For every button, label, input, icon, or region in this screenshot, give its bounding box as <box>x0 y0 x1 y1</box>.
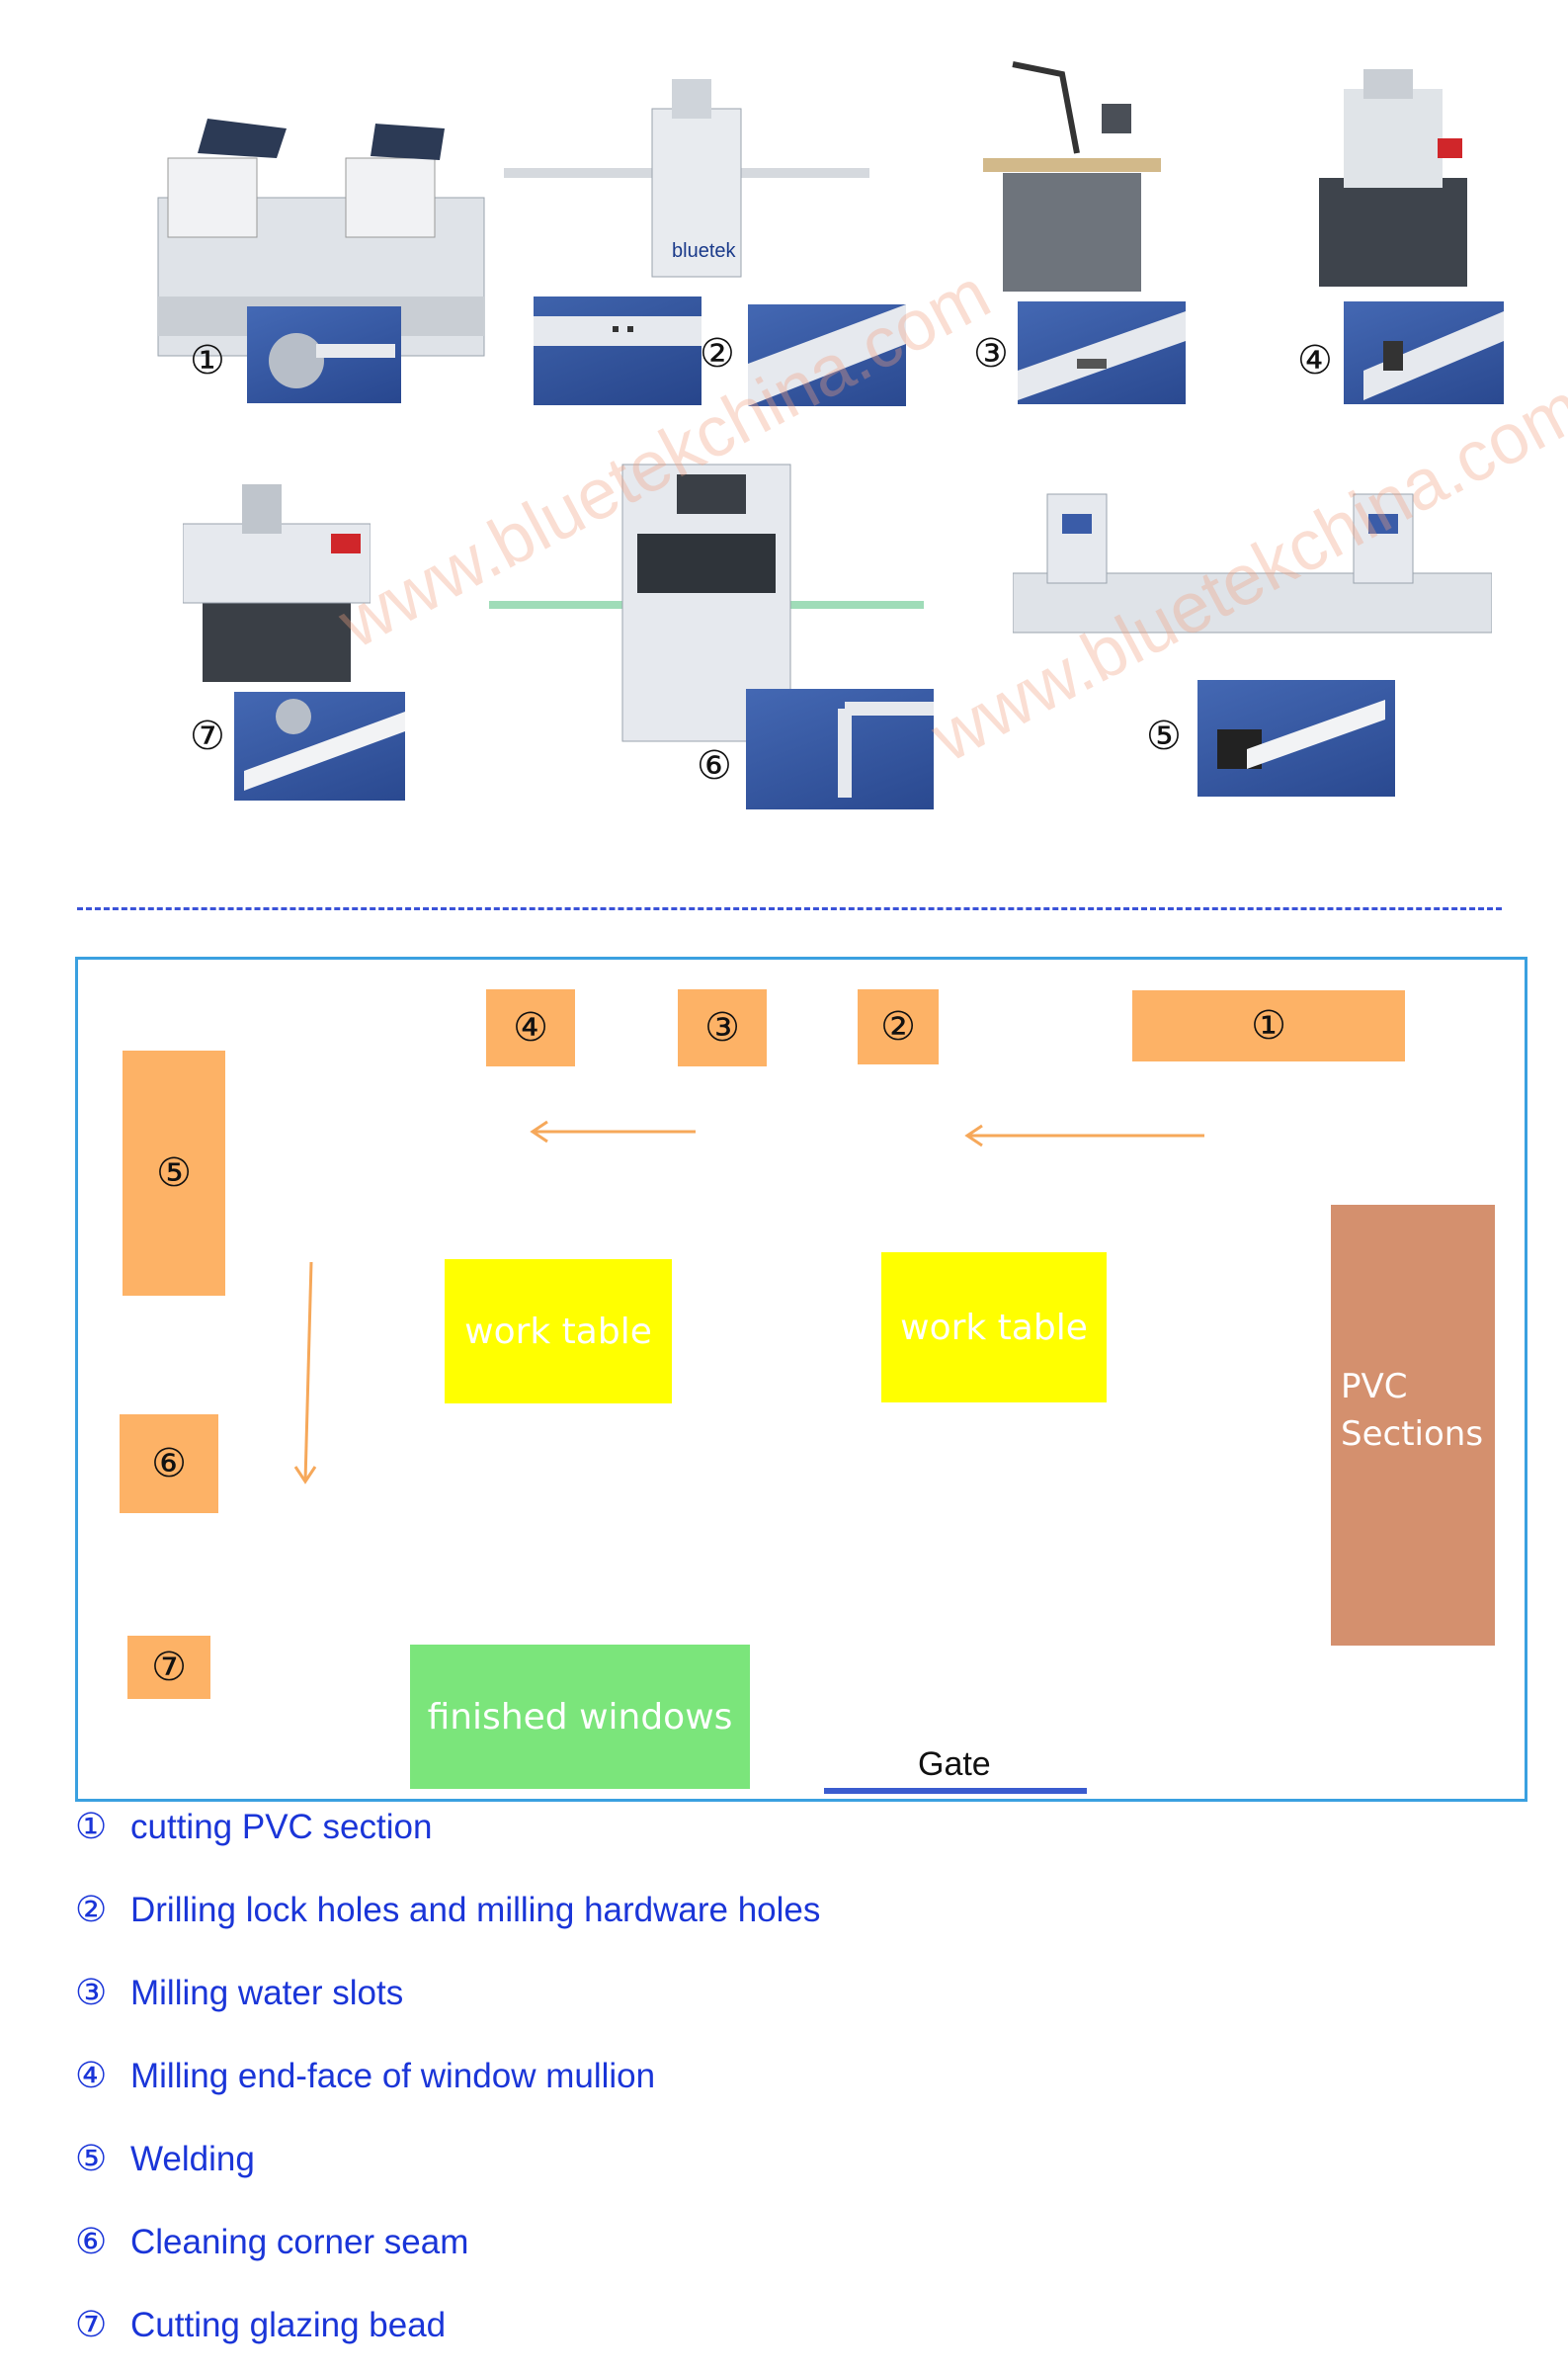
milling-machine-illustration <box>983 61 1161 292</box>
work-table-2: work table <box>881 1252 1107 1402</box>
saw-machine-illustration <box>157 119 485 385</box>
machine-5-number: ⑤ <box>1146 714 1182 759</box>
corner-cleaner-illustration <box>489 464 924 742</box>
legend-text: Welding <box>130 2139 255 2178</box>
station-3: ③ <box>678 989 767 1066</box>
station-6: ⑥ <box>120 1414 218 1513</box>
machine-7-number: ⑦ <box>190 714 225 759</box>
legend-text: cutting PVC section <box>130 1807 433 1846</box>
mullion-end-icon <box>1363 311 1504 400</box>
machine-2-number: ② <box>700 331 735 377</box>
machine-6-detail-image <box>746 689 934 809</box>
arrow-left-section <box>530 1120 696 1144</box>
station-5: ⑤ <box>123 1051 225 1296</box>
machine-5-welding-machine <box>1012 484 1493 662</box>
station-2: ② <box>858 989 939 1064</box>
legend-number: ① <box>75 1807 108 1847</box>
machine-1-number: ① <box>190 338 225 383</box>
machine-7-detail-image <box>234 692 405 801</box>
legend-text: Drilling lock holes and milling hardware… <box>130 1890 821 1929</box>
machine-6-number: ⑥ <box>697 743 732 789</box>
machine-7-glazing-bead-saw <box>182 465 371 692</box>
machine-2-drilling-machine: bluetek <box>504 69 869 306</box>
flow-arrows <box>293 1120 1204 1484</box>
legend-item-7: ⑦ Cutting glazing bead <box>75 2305 446 2345</box>
legend-number: ⑤ <box>75 2139 108 2179</box>
glazing-bead-icon <box>244 699 405 791</box>
finished-windows-area: finished windows <box>410 1645 750 1789</box>
legend-number: ⑦ <box>75 2305 108 2345</box>
machine-3-water-slot-milling <box>983 54 1161 301</box>
bead-saw-illustration <box>182 484 371 682</box>
svg-text:bluetek: bluetek <box>672 240 736 262</box>
legend-item-5: ⑤ Welding <box>75 2139 255 2179</box>
machine-2-detail-image-left <box>534 297 701 405</box>
legend-item-2: ② Drilling lock holes and milling hardwa… <box>75 1890 820 1930</box>
legend-number: ③ <box>75 1973 108 2013</box>
legend-text: Milling end-face of window mullion <box>130 2056 656 2095</box>
machine-2-detail-image-right <box>748 304 906 406</box>
legend-item-1: ① cutting PVC section <box>75 1807 432 1847</box>
gate-label: Gate <box>918 1745 991 1783</box>
legend-text: Milling water slots <box>130 1973 404 2012</box>
pvc-sections-area: PVC Sections <box>1331 1205 1495 1646</box>
arrow-down-section <box>293 1261 317 1484</box>
machine-4-number: ④ <box>1297 338 1333 383</box>
saw-blade-icon <box>269 333 395 388</box>
machine-1-detail-image <box>247 306 401 403</box>
section-separator <box>77 907 1502 910</box>
floor-layout: ④ ③ ② ① ⑤ ⑥ ⑦ work table work table PVC … <box>75 957 1527 1802</box>
machine-1-double-head-saw <box>148 99 494 415</box>
end-milling-illustration <box>1319 69 1467 287</box>
legend-item-4: ④ Milling end-face of window mullion <box>75 2056 655 2096</box>
legend-number: ⑥ <box>75 2222 108 2262</box>
station-1: ① <box>1132 990 1405 1061</box>
work-table-1: work table <box>445 1259 672 1403</box>
legend-number: ④ <box>75 2056 108 2096</box>
machine-3-number: ③ <box>973 331 1009 377</box>
legend-number: ② <box>75 1890 108 1930</box>
legend-item-3: ③ Milling water slots <box>75 1973 403 2013</box>
drilling-machine-illustration: bluetek <box>504 79 869 278</box>
profile-slot-icon <box>748 304 906 406</box>
legend-item-6: ⑥ Cleaning corner seam <box>75 2222 468 2262</box>
station-7: ⑦ <box>127 1636 210 1699</box>
machine-5-detail-image <box>1197 680 1395 797</box>
profile-holes-icon <box>534 316 701 346</box>
station-4: ④ <box>486 989 575 1066</box>
corner-seam-icon <box>838 702 934 798</box>
legend-text: Cutting glazing bead <box>130 2305 447 2344</box>
weld-corner-icon <box>1217 700 1385 769</box>
welding-machine-illustration <box>1012 493 1493 634</box>
pvc-sections-label: PVC Sections <box>1341 1367 1484 1454</box>
arrow-right-section <box>964 1124 1204 1147</box>
gate <box>824 1788 1087 1794</box>
machine-6-corner-cleaner <box>489 455 924 751</box>
machine-4-detail-image <box>1344 301 1504 404</box>
water-slot-icon <box>1018 311 1186 400</box>
machine-4-end-milling <box>1319 59 1467 297</box>
legend-text: Cleaning corner seam <box>130 2222 469 2261</box>
machine-3-detail-image <box>1018 301 1186 404</box>
